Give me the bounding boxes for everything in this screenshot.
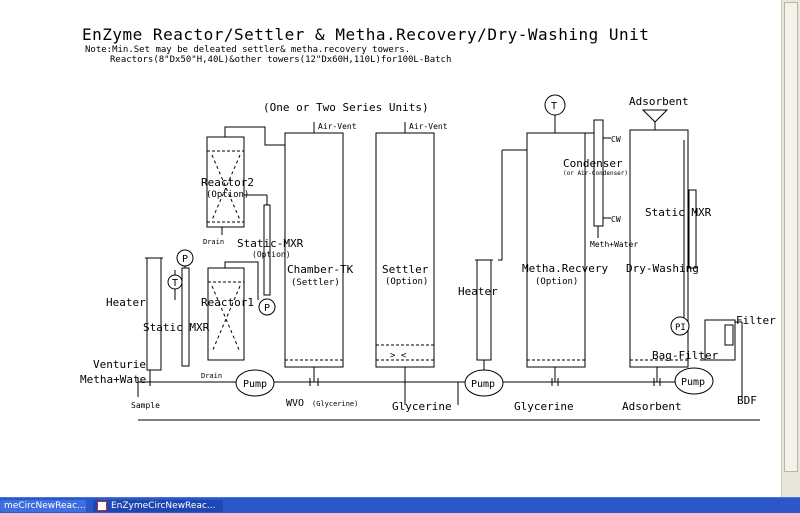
air-vent-2-label: Air-Vent	[409, 122, 448, 131]
p-top-label: P	[182, 254, 188, 265]
condenser-label: Condenser	[563, 157, 623, 170]
drain-bottom-label: Drain	[201, 372, 222, 380]
taskbar-item-2[interactable]: EnZymeCircNewReac...	[93, 500, 223, 512]
sample-label: Sample	[131, 401, 160, 410]
heater-mid-label: Heater	[458, 285, 498, 298]
settler-vessel	[375, 132, 435, 368]
series-label: (One or Two Series Units)	[263, 101, 429, 114]
adsorbent-top-label: Adsorbent	[629, 95, 689, 108]
note-line-2: Reactors(8"Dx50"H,40L)&other towers(12"D…	[110, 55, 451, 65]
glycerine-2-label: Glycerine	[514, 400, 574, 413]
t-top-label: T	[551, 101, 557, 112]
metha-wate-label: Metha+Wate	[80, 373, 146, 386]
drawing-canvas: EnZyme Reactor/Settler & Metha.Recovery/…	[80, 25, 777, 421]
venturie-label: Venturie	[93, 358, 146, 371]
p-top-gauge	[176, 249, 194, 267]
process-diagram: EnZyme Reactor/Settler & Metha.Recovery/…	[80, 25, 776, 421]
pi-gauge	[670, 316, 690, 336]
chamber-tk-sub-label: (Settler)	[291, 278, 340, 288]
cw-bottom-label: CW	[611, 215, 621, 224]
pump-1-label: Pump	[243, 379, 267, 390]
pi-label: PI	[675, 323, 686, 333]
chamber-tk-vessel	[284, 132, 344, 368]
reactor1-vessel	[207, 267, 245, 361]
glycerine-small-label: (Glycerine)	[312, 400, 358, 408]
heater-left-vessel	[146, 257, 162, 371]
t-left-label: T	[172, 278, 178, 289]
meth-water-label: Meth+Water	[590, 240, 638, 249]
vertical-scrollbar[interactable]	[781, 0, 800, 497]
reactor2-label: Reactor2	[201, 176, 254, 189]
pump-3-label: Pump	[681, 377, 705, 388]
chamber-tk-label: Chamber-TK	[287, 263, 354, 276]
dry-washing-vessel	[629, 129, 689, 368]
pump-2	[464, 369, 504, 397]
t-top-gauge	[544, 94, 566, 116]
drain-top-label: Drain	[203, 238, 224, 246]
pump-2-label: Pump	[471, 379, 495, 390]
taskbar-item-1[interactable]: meCircNewReac...	[0, 500, 86, 512]
static-mxr-1-label: Static-MXR	[237, 237, 304, 250]
adsorbent-bottom-label: Adsorbent	[622, 400, 682, 413]
cw-top-label: CW	[611, 135, 621, 144]
bag-filter-label: Bag-Filter	[652, 349, 719, 362]
heater-mid-vessel	[476, 259, 492, 361]
glycerine-1-label: Glycerine	[392, 400, 452, 413]
document-icon	[97, 501, 107, 511]
p-mid-gauge	[258, 298, 276, 316]
dry-washing-label: Dry-Washing	[626, 262, 699, 275]
pump-3	[674, 367, 714, 395]
air-vent-1-label: Air-Vent	[318, 122, 357, 131]
bdf-label: BDF	[737, 394, 757, 407]
settler-option-label: (Option)	[385, 277, 428, 287]
taskbar-item-2-label: EnZymeCircNewReac...	[111, 501, 216, 511]
reactor1-label: Reactor1	[201, 296, 254, 309]
diagram-title: EnZyme Reactor/Settler & Metha.Recovery/…	[82, 25, 649, 44]
p-mid-label: P	[264, 303, 270, 314]
settler-label: Settler	[382, 263, 429, 276]
adsorbent-hopper	[641, 109, 669, 123]
bag-filter-vessel	[704, 319, 736, 361]
reactor2-option-label: (Option)	[206, 190, 249, 200]
static-mxr-1-option-label: (Option)	[252, 250, 291, 259]
t-left-gauge	[167, 274, 183, 290]
wvo-label: WVO	[286, 398, 304, 409]
taskbar: meCircNewReac... EnZymeCircNewReac...	[0, 497, 800, 513]
pump-1	[235, 369, 275, 397]
scrollbar-thumb[interactable]	[784, 2, 798, 472]
svg-text:> <: > <	[390, 351, 407, 361]
condenser-sub-label: (or Air-Condenser)	[563, 170, 628, 177]
note-line-1: Note:Min.Set may be deleated settler& me…	[85, 45, 410, 55]
filter-label: Filter	[736, 314, 776, 327]
metha-recovery-option-label: (Option)	[535, 277, 578, 287]
metha-recovery-label: Metha.Recvery	[522, 262, 608, 275]
static-mxr-right-label: Static MXR	[645, 206, 712, 219]
heater-left-label: Heater	[106, 296, 146, 309]
static-mxr-left-label: Static MXR	[143, 321, 210, 334]
